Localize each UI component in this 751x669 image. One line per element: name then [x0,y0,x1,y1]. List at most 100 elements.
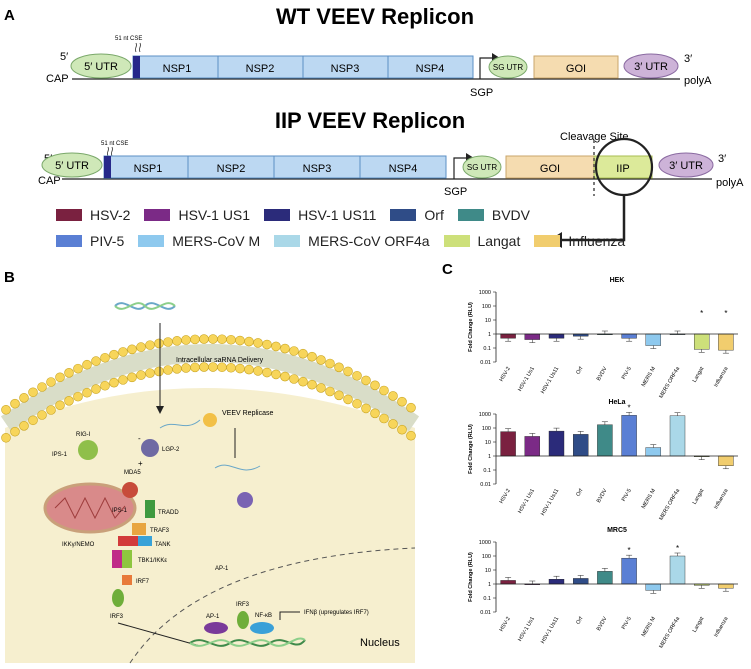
lipid-head [37,410,47,420]
lipid-head [154,338,164,349]
bar [597,424,613,457]
bar [621,333,637,339]
rig-i-icon [78,440,98,460]
lipid-head [316,355,326,365]
sarna-helix [114,302,176,310]
legend-item: MERS-CoV ORF4a [274,233,430,249]
mitochondrion-cristae [54,496,126,520]
irf7-label: IRF7 [136,579,150,585]
rna-strand [159,419,201,429]
legend-label: Langat [477,233,521,249]
lipid-head [100,352,110,363]
category-label: MERS M [641,366,657,388]
category-label: Influenza [713,365,730,388]
ifnb-arrow [279,611,300,620]
panel-b: B Nucleus Intracellular saRNA Delivery V… [0,269,420,664]
y-tick-label: 0.1 [483,346,491,352]
category-label: HSV-1 Us11 [540,488,560,517]
category-label: Langat [692,488,706,506]
lipid-head [118,347,128,357]
lipid-head [82,387,92,398]
y-tick-label: 100 [482,304,491,310]
lipid-head [10,426,20,437]
legend-label: MERS-CoV ORF4a [308,233,430,249]
y-tick-label: 10 [485,318,491,324]
lipid-head [172,364,182,374]
lipid-head [253,366,263,376]
delivery-arrowhead [156,406,164,414]
y-tick-label: 1 [488,332,491,338]
lipid-head [145,368,155,378]
legend-label: BVDV [491,207,530,223]
lipid-head [406,402,416,413]
lipid-head [91,384,101,394]
wt-cse-label: 51 nt CSE [115,36,142,42]
iip-iip-label: IIP [616,163,629,175]
category-label: Influenza [713,487,730,510]
irf3-label: IRF3 [110,614,124,620]
iip-utr5 [41,152,103,178]
bar [621,415,637,457]
category-label: Orf [575,488,584,498]
iip-nsp4: NSP4 [389,163,418,175]
panel-c-letter: C [442,262,453,278]
bar [718,583,734,589]
lipid-head [289,374,299,384]
cell-membrane [0,334,420,443]
lipid-head [289,346,299,356]
wt-sgp: SGP [470,87,493,99]
legend-label: MERS-CoV M [172,233,261,249]
bar [645,583,662,591]
iip-nsp2: NSP2 [217,163,246,175]
lipid-head [82,359,92,370]
category-label: HSV-2 [499,366,512,383]
bar [524,333,541,340]
significance-star: * [628,546,631,555]
lipid-head [19,393,29,403]
category-label: MERS ORF4a [658,487,681,521]
inhibit-sign: - [138,434,141,443]
category-label: MERS M [641,488,657,510]
irf3-icon [112,589,124,607]
tradd-label: TRADD [158,510,179,516]
iip-legend-arrow [562,195,626,242]
iip-three-prime: 3′ [718,153,726,165]
lipid-head [262,339,272,350]
lipid-head [1,432,11,443]
wt-cse-stemloop [135,42,141,53]
y-tick-label: 0.01 [480,610,491,616]
lipid-head [379,385,389,396]
category-label: Influenza [713,615,730,638]
legend-item: PIV-5 [56,233,124,249]
lipid-head [235,335,245,346]
significance-star: * [628,403,631,412]
y-axis-label: Fold Change (RLU) [468,302,474,352]
lipid-head [46,405,56,415]
rna-strand [214,464,261,471]
wt-nsp1: NSP1 [163,63,192,75]
lipid-head [244,336,254,347]
category-label: Langat [692,366,706,384]
lipid-head [307,351,317,362]
iip-cse-marker [104,156,111,178]
tradd-icon [145,500,155,518]
category-label: PIV-5 [621,488,633,503]
wt-sg-utr [488,55,528,79]
bar [718,333,734,351]
y-tick-label: 100 [482,426,491,432]
iip-cap: CAP [38,175,61,187]
lipid-head [181,335,191,345]
lipid-head [325,386,335,397]
y-axis-label: Fold Change (RLU) [468,424,474,474]
lipid-head [397,424,407,435]
ikk-icon [118,536,138,546]
lipid-head [406,430,416,441]
lipid-head [28,415,38,426]
category-label: MERS M [641,616,657,638]
bar [524,436,541,457]
legend-label: PIV-5 [90,233,125,249]
category-label: Orf [575,616,584,626]
iip-nsp3: NSP3 [303,163,332,175]
